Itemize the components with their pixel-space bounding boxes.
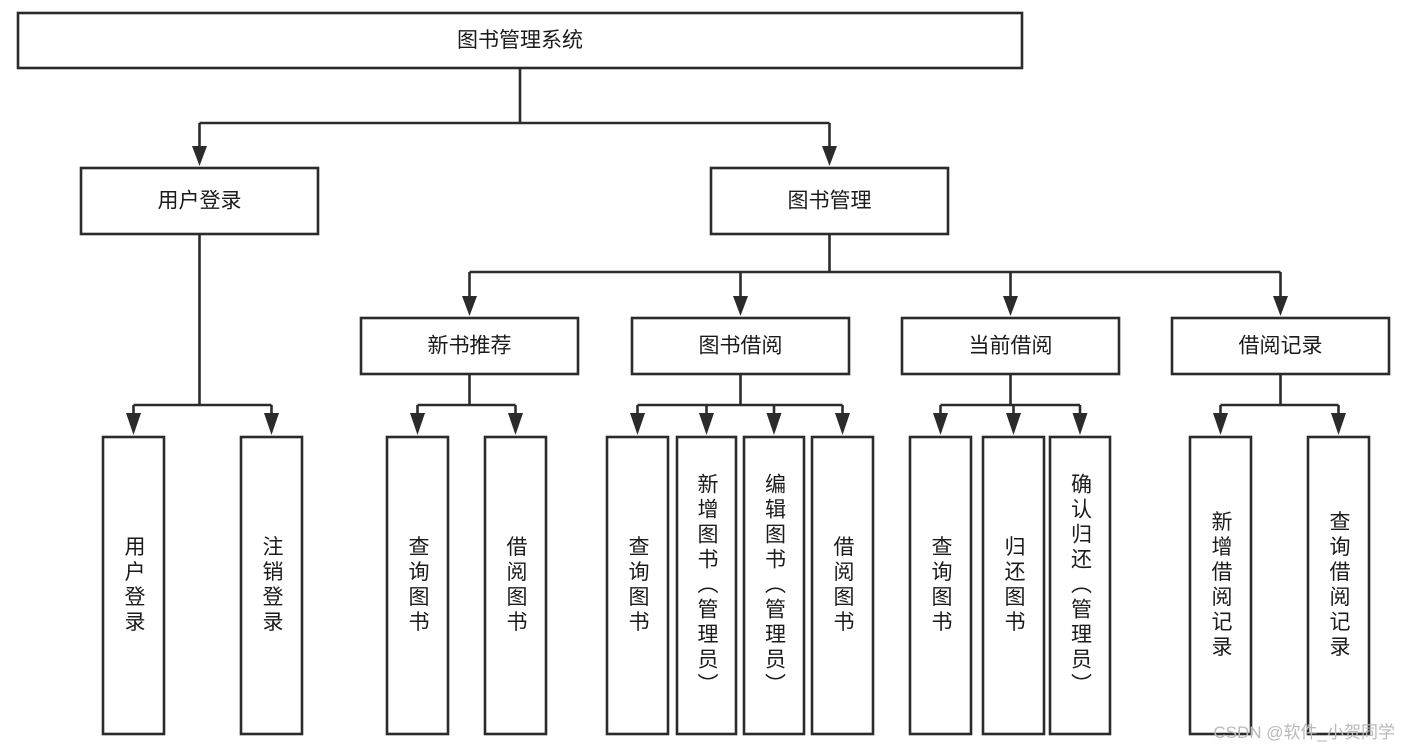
arrow-head-icon <box>630 413 645 435</box>
leaf-node-7-rect[interactable] <box>810 435 875 736</box>
arrow-head-icon <box>835 413 850 435</box>
leaf-node-2-rect[interactable] <box>385 435 450 736</box>
level3-node-1[interactable]: 图书借阅 <box>630 316 851 376</box>
leaf-node-4[interactable]: 查询图书 <box>605 435 670 736</box>
leaf-node-11[interactable]: 新增借阅记录 <box>1188 435 1253 736</box>
level2-node-1-rect[interactable] <box>709 166 950 236</box>
root-node-book-management-system-rect[interactable] <box>16 11 1024 70</box>
leaf-node-11-label: 新增借阅记录 <box>1209 511 1233 661</box>
leaf-node-5-rect[interactable] <box>675 435 738 736</box>
leaf-node-10-rect[interactable] <box>1048 435 1112 736</box>
leaf-node-1-label: 注销登录 <box>260 536 284 636</box>
arrow-head-icon <box>699 413 714 435</box>
level3-node-3-rect[interactable] <box>1170 316 1391 376</box>
leaf-node-9-label: 归还图书 <box>1002 536 1026 636</box>
level2-node-1[interactable]: 图书管理 <box>709 166 950 236</box>
leaf-node-6-rect[interactable] <box>742 435 806 736</box>
arrow-head-icon <box>410 413 425 435</box>
level3-node-0-label: 新书推荐 <box>428 335 512 358</box>
arrow-head-icon <box>1273 296 1288 316</box>
leaf-node-8-rect[interactable] <box>908 435 973 736</box>
level3-node-0-rect[interactable] <box>359 316 580 376</box>
arrow-head-icon <box>126 413 141 435</box>
arrow-head-icon <box>1213 413 1228 435</box>
arrow-head-icon <box>1006 413 1021 435</box>
leaf-node-8[interactable]: 查询图书 <box>908 435 973 736</box>
leaf-node-8-label: 查询图书 <box>929 536 953 636</box>
leaf-node-3-rect[interactable] <box>483 435 548 736</box>
arrow-head-icon <box>822 146 837 166</box>
level2-node-0[interactable]: 用户登录 <box>79 166 320 236</box>
root-node-book-management-system[interactable]: 图书管理系统 <box>16 11 1024 70</box>
leaf-node-10[interactable]: 确认归还（管理员） <box>1048 435 1112 736</box>
level2-node-1-label: 图书管理 <box>788 190 872 213</box>
leaf-node-7-label: 借阅图书 <box>831 536 855 636</box>
level2-node-0-label: 用户登录 <box>158 190 242 213</box>
leaf-node-3[interactable]: 借阅图书 <box>483 435 548 736</box>
leaf-node-9[interactable]: 归还图书 <box>981 435 1046 736</box>
level3-node-2-rect[interactable] <box>900 316 1121 376</box>
leaf-node-12-rect[interactable] <box>1306 435 1371 736</box>
leaf-node-4-rect[interactable] <box>605 435 670 736</box>
level3-node-1-label: 图书借阅 <box>699 335 783 358</box>
leaf-node-0-label: 用户登录 <box>122 536 146 636</box>
arrow-head-icon <box>1003 296 1018 316</box>
level3-node-2[interactable]: 当前借阅 <box>900 316 1121 376</box>
level2-node-0-rect[interactable] <box>79 166 320 236</box>
leaf-node-0[interactable]: 用户登录 <box>101 435 166 736</box>
arrow-head-icon <box>766 413 782 435</box>
leaf-node-3-label: 借阅图书 <box>504 536 528 636</box>
leaf-node-6-label: 编辑图书（管理员） <box>763 473 787 698</box>
leaf-node-11-rect[interactable] <box>1188 435 1253 736</box>
leaf-node-0-rect[interactable] <box>101 435 166 736</box>
leaf-node-1[interactable]: 注销登录 <box>239 435 304 736</box>
leaf-node-5-label: 新增图书（管理员） <box>695 473 719 698</box>
leaf-node-9-rect[interactable] <box>981 435 1046 736</box>
arrow-head-icon <box>1331 413 1346 435</box>
arrow-head-icon <box>462 296 477 316</box>
leaf-node-6[interactable]: 编辑图书（管理员） <box>742 435 806 736</box>
arrow-head-icon <box>508 413 523 435</box>
root-node-book-management-system-label: 图书管理系统 <box>457 29 583 52</box>
level3-node-3-label: 借阅记录 <box>1239 335 1323 358</box>
leaf-node-5[interactable]: 新增图书（管理员） <box>675 435 738 736</box>
watermark-text: CSDN @软件_小贺同学 <box>1213 723 1395 742</box>
leaf-node-12[interactable]: 查询借阅记录 <box>1306 435 1371 736</box>
leaf-node-1-rect[interactable] <box>239 435 304 736</box>
arrow-head-icon <box>1072 413 1088 435</box>
arrow-head-icon <box>733 296 748 316</box>
level3-node-1-rect[interactable] <box>630 316 851 376</box>
arrow-head-icon <box>192 146 207 166</box>
arrow-head-icon <box>264 413 279 435</box>
leaf-node-2-label: 查询图书 <box>406 536 430 636</box>
leaf-node-2[interactable]: 查询图书 <box>385 435 450 736</box>
level3-node-3[interactable]: 借阅记录 <box>1170 316 1391 376</box>
level3-node-2-label: 当前借阅 <box>969 335 1053 358</box>
leaf-node-7[interactable]: 借阅图书 <box>810 435 875 736</box>
arrow-head-icon <box>933 413 948 435</box>
leaf-node-10-label: 确认归还（管理员） <box>1069 473 1093 698</box>
leaf-node-4-label: 查询图书 <box>626 536 650 636</box>
level3-node-0[interactable]: 新书推荐 <box>359 316 580 376</box>
leaf-node-12-label: 查询借阅记录 <box>1327 511 1351 661</box>
